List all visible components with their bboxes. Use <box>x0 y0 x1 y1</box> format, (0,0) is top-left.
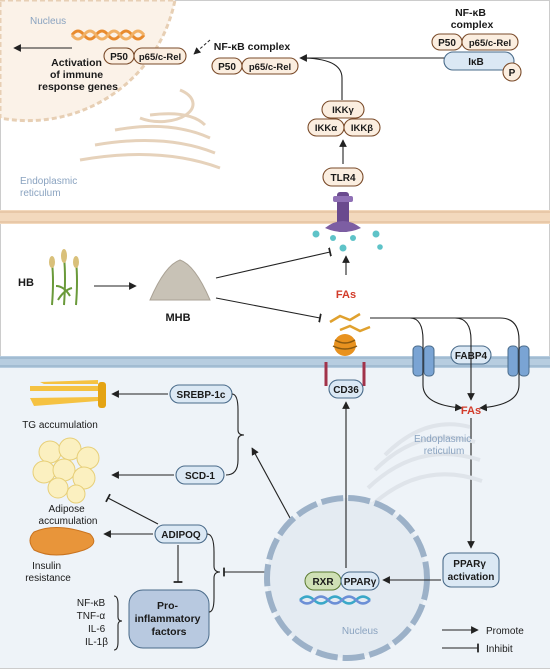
scd-label: SCD-1 <box>185 471 215 482</box>
ikkb-label: IKKβ <box>351 123 373 134</box>
nfkb-complex-mid-label: NF-κB complex <box>214 41 291 53</box>
proinflammatory-box <box>128 589 210 649</box>
mhb-inhibit-tlr4 <box>215 247 332 279</box>
p65-pill-mid <box>241 57 299 75</box>
er-top <box>79 88 221 170</box>
top-cell-membrane <box>0 210 550 224</box>
hb-label: HB <box>18 277 34 289</box>
ikkg-label: IKKγ <box>332 105 354 116</box>
adipoq-proinf-brace <box>206 533 221 613</box>
fas-path-right <box>370 317 520 412</box>
insulin-label: Insulin resistance <box>25 561 71 584</box>
ppar-activation-label: PPARγ activation <box>448 559 495 583</box>
dna-helix-top <box>70 29 146 41</box>
ikb-pill <box>443 51 515 71</box>
dashed-translocation-arrow <box>193 39 211 55</box>
rxr-label: RXR <box>312 577 334 588</box>
mhb-label: MHB <box>165 312 190 324</box>
p65-label-mid: p65/c-Rel <box>249 62 291 73</box>
pancreas-icon <box>29 527 95 556</box>
scd-pill <box>175 465 225 485</box>
p65-label-nucleus: p65/c-Rel <box>139 52 181 63</box>
srebp-scd-brace <box>225 393 245 476</box>
tlr4-label: TLR4 <box>331 173 356 184</box>
srebp-label: SREBP-1c <box>177 390 226 401</box>
phospho-label: P <box>509 68 516 79</box>
p65-pill-nucleus <box>133 47 187 65</box>
p50-label-tr: P50 <box>438 38 456 49</box>
adipoq-inhibit-adipose <box>105 493 159 525</box>
tlr4-pill <box>322 167 364 187</box>
tg-icon <box>30 380 106 408</box>
fas-label: FAs <box>336 289 356 301</box>
fas-intracellular-label: FAs <box>461 405 481 417</box>
ikb-label: IκB <box>468 57 484 68</box>
ligand-particles <box>312 230 383 252</box>
ppar-label: PPARγ <box>344 577 377 588</box>
ikkg-pill <box>321 100 365 119</box>
mhb-inhibit-fas <box>215 297 322 323</box>
phospho-circle <box>502 62 522 82</box>
cd36-label: CD36 <box>333 385 359 396</box>
nfkb-complex-tr-label: NF-κB complex <box>451 7 494 31</box>
cd36-pill <box>328 379 364 399</box>
p65-pill-tr <box>461 33 519 51</box>
adipose-label: Adipose accumulation <box>39 504 98 527</box>
ppar-pill <box>340 571 380 591</box>
legend-promote-label: Promote <box>486 626 524 637</box>
er-bottom <box>366 422 483 507</box>
activation-label: Activation of immune response genes <box>38 57 118 93</box>
nucleus-bottom-label: Nucleus <box>342 626 378 637</box>
adipoq-label: ADIPOQ <box>161 530 201 541</box>
tlr4-receptor-icon <box>325 192 361 232</box>
ikk-to-nfkb-arrow <box>299 57 343 100</box>
er-bottom-label: Endoplasmic reticulum <box>414 434 474 457</box>
factor-brace <box>113 595 123 651</box>
fatty-acid-chains <box>329 312 371 333</box>
adipose-cells-icon <box>32 437 100 504</box>
dna-helix-bottom <box>299 595 371 605</box>
legend-inhibit-label: Inhibit <box>486 644 513 655</box>
wheat-grains <box>49 249 79 268</box>
proinflammatory-label: Pro- inflammatory factors <box>135 600 204 638</box>
nucleus-top-label: Nucleus <box>30 16 66 27</box>
factor-list: NF-κB TNF-α IL-6 IL-1β <box>77 598 109 648</box>
membrane-transporter-left <box>412 345 435 377</box>
er-top-label: Endoplasmic reticulum <box>20 176 80 199</box>
p50-label-mid: P50 <box>218 62 236 73</box>
p65-label-tr: p65/c-Rel <box>469 38 511 49</box>
ikkb-pill <box>343 118 381 137</box>
tg-label: TG accumulation <box>22 420 98 431</box>
p50-label-nucleus: P50 <box>110 52 128 63</box>
cd36-receptor-icon <box>324 334 366 386</box>
ikka-label: IKKα <box>315 123 337 134</box>
fas-path-left <box>370 317 463 412</box>
bottom-cytoplasm <box>0 362 550 668</box>
flour-pile-icon <box>149 259 211 301</box>
ppar-activation-box <box>442 552 500 588</box>
nucleus-top <box>0 0 177 123</box>
